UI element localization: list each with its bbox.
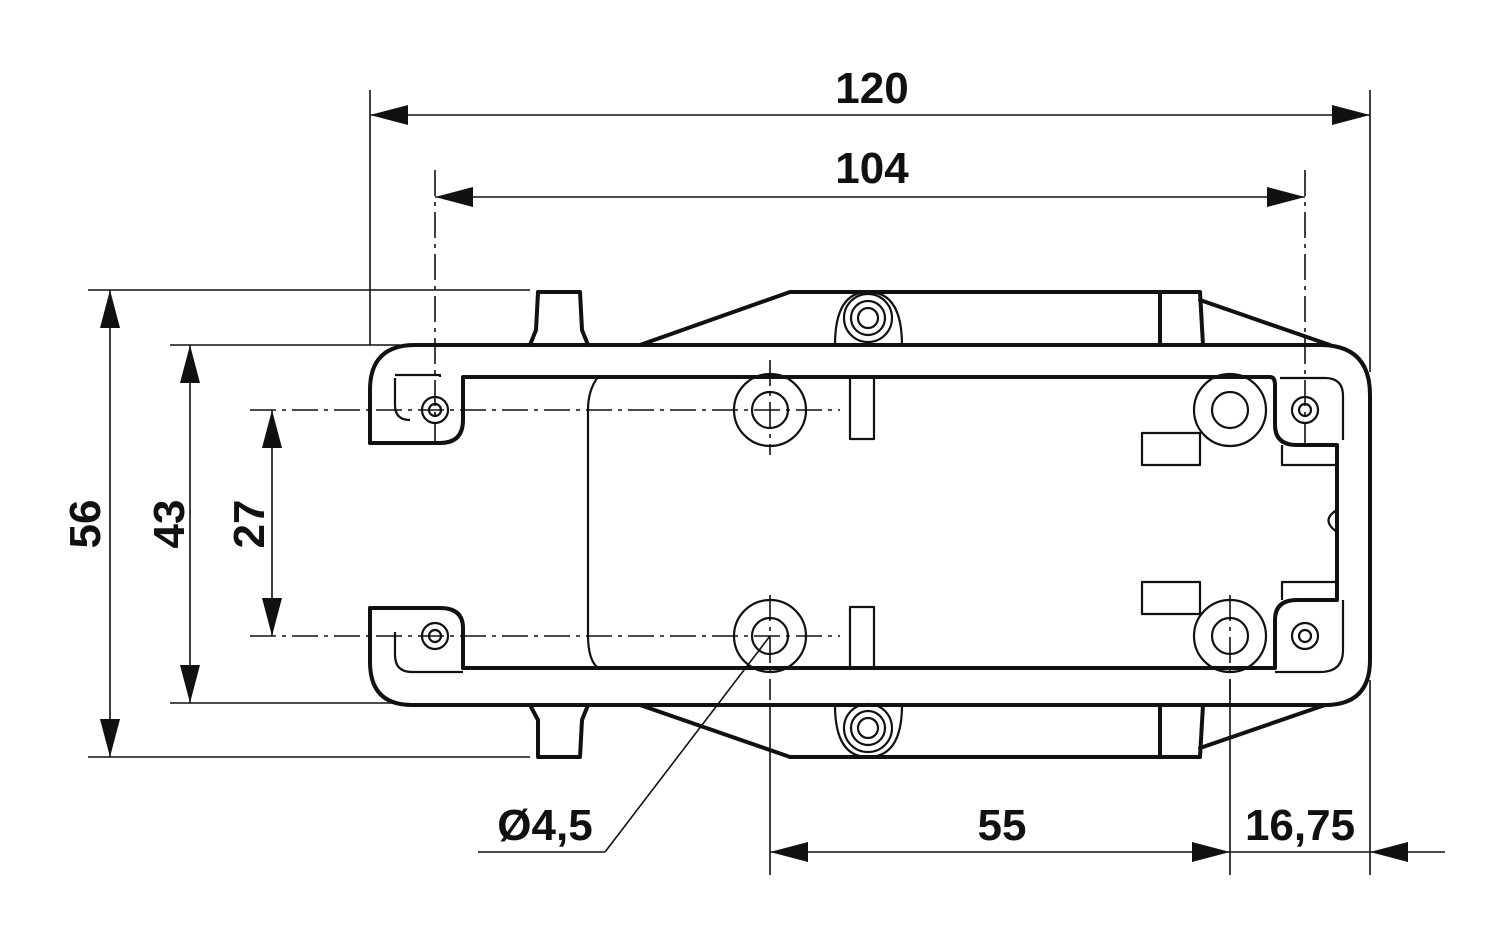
lug-hole-bottom	[842, 702, 894, 754]
dim-label-16-75: 16,75	[1245, 801, 1355, 850]
dim-label-104: 104	[835, 144, 909, 193]
dim-center-offset: 55	[769, 680, 1231, 875]
dim-bracket-width: 104	[435, 144, 1305, 207]
housing-outline	[368, 290, 1372, 759]
dim-hole-diameter: Ø4,5	[478, 635, 771, 853]
hole-right-bottom-small	[1290, 621, 1320, 651]
dim-label-diameter: Ø4,5	[497, 801, 592, 850]
dim-label-27: 27	[225, 500, 274, 549]
dim-label-43: 43	[145, 500, 194, 549]
dim-overall-height: 56	[61, 289, 530, 758]
dim-outer-height: 43	[145, 344, 400, 704]
mounting-holes	[420, 292, 1320, 754]
dim-label-55: 55	[978, 801, 1027, 850]
dim-label-56: 56	[61, 500, 110, 549]
dim-hole-spacing: 27	[225, 410, 282, 636]
dim-overall-width: 120	[369, 64, 1371, 372]
dim-label-120: 120	[835, 64, 908, 113]
dim-edge-offset: 16,75	[1230, 680, 1445, 875]
lug-hole-top	[842, 292, 894, 344]
hole-top-right	[1192, 372, 1268, 448]
